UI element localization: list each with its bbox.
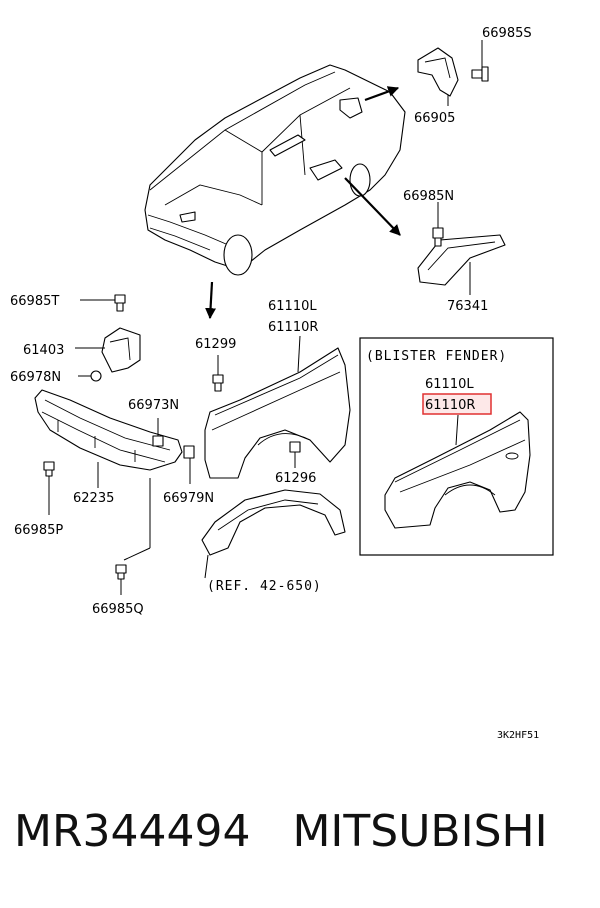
label-box-61110R: 61110R (425, 398, 475, 413)
bolt-66985Q-icon (115, 564, 127, 595)
label-66985Q: 66985Q (92, 602, 144, 617)
label-66905: 66905 (414, 111, 455, 126)
arrow-to-66905 (364, 86, 400, 102)
vehicle-illustration (144, 64, 406, 276)
label-61403: 61403 (23, 343, 64, 358)
label-66985S: 66985S (482, 26, 532, 41)
label-76341: 76341 (447, 299, 488, 314)
bolt-66985T-icon (80, 294, 126, 312)
bolt-66985S-icon (471, 40, 489, 82)
part-61110-front-fender (204, 347, 351, 479)
part-62235-grille-bracket (34, 389, 183, 471)
label-66985P: 66985P (14, 523, 63, 538)
label-66985N: 66985N (403, 189, 454, 204)
blister-fender-panel (359, 337, 554, 556)
part-61403-bracket (101, 327, 141, 373)
bolt-66985N-icon (432, 202, 444, 247)
label-blister-fender: (BLISTER FENDER) (366, 349, 507, 364)
inner-fender-liner (201, 489, 346, 556)
part-number: MR344494 (14, 806, 251, 857)
arrow-to-76341 (344, 177, 401, 236)
label-61296: 61296 (275, 471, 316, 486)
bolt-61299-icon (212, 355, 224, 392)
label-61110R: 61110R (268, 320, 318, 335)
label-66985T: 66985T (10, 294, 59, 309)
label-61299: 61299 (195, 337, 236, 352)
label-66979N: 66979N (163, 491, 214, 506)
clip-66979N-icon (183, 445, 195, 484)
bolt-66973N-icon (152, 418, 164, 447)
label-66978N: 66978N (10, 370, 61, 385)
label-box-61110L: 61110L (425, 377, 474, 392)
footer-caption: MR344494 MITSUBISHI (14, 806, 548, 857)
diagram-code: 3K2HF51 (497, 730, 539, 741)
label-ref-42-650: (REF. 42-650) (207, 579, 322, 594)
part-76341-bracket (417, 234, 506, 295)
label-62235: 62235 (73, 491, 114, 506)
clip-66978N-icon (78, 370, 102, 382)
label-61110L: 61110L (268, 299, 317, 314)
highlight-box (422, 393, 492, 415)
brand-name: MITSUBISHI (292, 806, 548, 857)
bolt-61296-icon (289, 441, 301, 468)
arrow-to-fender (205, 281, 217, 320)
part-66905-bracket (417, 47, 459, 97)
bolt-66985P-icon (43, 461, 55, 515)
label-66973N: 66973N (128, 398, 179, 413)
